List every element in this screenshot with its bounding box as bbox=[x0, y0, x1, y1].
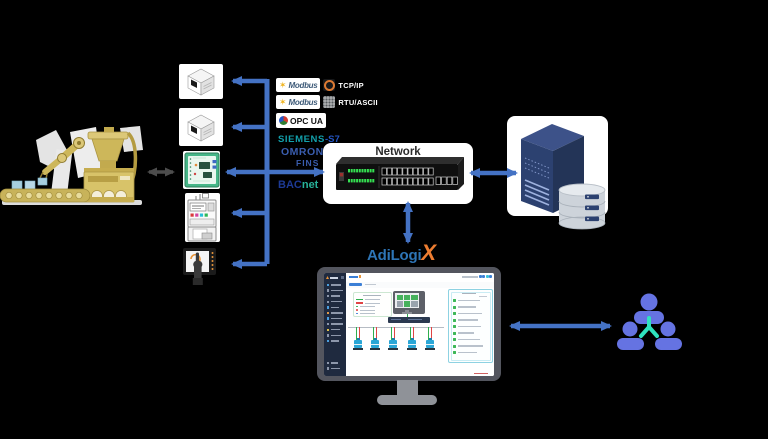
modbus-star-icon: ✶ bbox=[279, 79, 287, 90]
app-screen bbox=[324, 273, 494, 376]
sidebar-item bbox=[326, 305, 340, 309]
sidebar-item bbox=[326, 311, 344, 315]
protocol-omron-fins: FINS bbox=[296, 158, 320, 168]
sidebar-item bbox=[326, 300, 343, 304]
modbus-rtu-label: RTU/ASCII bbox=[338, 97, 378, 107]
analyzer-device-icon bbox=[187, 193, 217, 242]
modbus-logo: ✶Modbus bbox=[276, 78, 321, 92]
uplink-line bbox=[406, 313, 408, 317]
hmi-touch-panel-icon bbox=[183, 248, 216, 285]
monitor-stand-neck bbox=[397, 380, 418, 397]
connection-legend bbox=[353, 292, 392, 317]
fieldbus-links bbox=[225, 76, 325, 269]
sidebar-item bbox=[326, 322, 344, 326]
network-title: Network bbox=[375, 146, 421, 158]
sidebar-item bbox=[326, 289, 344, 293]
protocol-modbus-tcp: ✶Modbus TCP/IP bbox=[276, 78, 364, 92]
pcb-controller-icon bbox=[184, 152, 220, 188]
toolbar-button bbox=[349, 283, 362, 287]
header-action-icon bbox=[489, 275, 492, 278]
sidebar-item bbox=[326, 317, 343, 321]
io-module-2-icon bbox=[187, 114, 215, 142]
header-action-icon bbox=[482, 275, 485, 278]
header-action-icon bbox=[485, 275, 489, 278]
serial-grid-icon bbox=[323, 96, 336, 108]
app-logo bbox=[326, 275, 344, 280]
operators-group-icon bbox=[617, 293, 682, 350]
status-bar-alarm bbox=[474, 372, 488, 375]
opc-ua-logo-icon bbox=[279, 116, 288, 125]
ethernet-icon bbox=[323, 79, 336, 91]
server-with-database-icon bbox=[521, 124, 606, 230]
network-switch-icon bbox=[336, 157, 464, 190]
bus-line bbox=[348, 327, 444, 328]
sidebar-item bbox=[326, 339, 340, 343]
sidebar-item bbox=[326, 367, 341, 371]
sidebar-item bbox=[326, 294, 341, 298]
sidebar-item bbox=[326, 283, 342, 287]
protocol-omron: OMRON bbox=[281, 146, 324, 158]
protocol-bacnet: BACnet bbox=[278, 179, 319, 191]
sidebar-item bbox=[326, 361, 339, 365]
protocol-modbus-rtu: ✶Modbus RTU/ASCII bbox=[276, 95, 378, 109]
scada-switch-icon bbox=[388, 316, 430, 323]
production-machine-icon bbox=[0, 126, 143, 205]
io-module-1-icon bbox=[187, 68, 215, 96]
header-action-icon bbox=[478, 275, 482, 278]
modbus-tcp-label: TCP/IP bbox=[338, 80, 364, 90]
modbus-star-icon: ✶ bbox=[279, 96, 287, 107]
scada-monitor-icon bbox=[393, 291, 425, 314]
sidebar-item bbox=[326, 328, 341, 332]
device-status-panel bbox=[448, 289, 493, 363]
sidebar-item bbox=[326, 333, 342, 337]
app-sidebar bbox=[324, 273, 346, 376]
software-logo: AdiLogiX bbox=[367, 240, 437, 265]
protocol-siemens-s7: SIEMENS-S7 bbox=[278, 134, 340, 145]
app-canvas bbox=[346, 288, 494, 376]
protocol-opc-ua: OPC UA bbox=[276, 112, 327, 130]
modbus-logo: ✶Modbus bbox=[276, 95, 321, 109]
monitor-stand-base bbox=[377, 395, 437, 405]
